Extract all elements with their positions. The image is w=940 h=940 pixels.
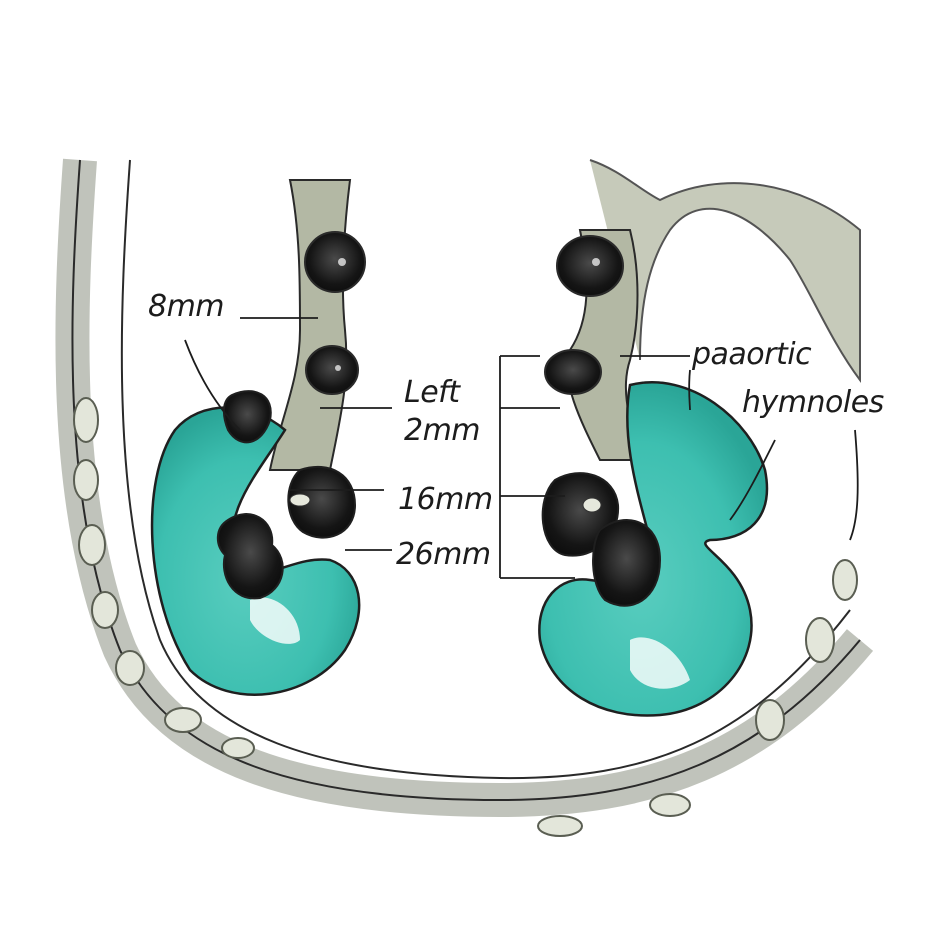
left-kidney xyxy=(150,390,361,696)
label-16mm: 16mm xyxy=(398,482,493,517)
label-26mm: 26mm xyxy=(396,537,491,572)
label-2mm: 2mm xyxy=(404,413,481,448)
label-left: Left xyxy=(404,375,460,410)
label-hymnoles: hymnoles xyxy=(742,385,884,420)
label-8mm: 8mm xyxy=(148,289,225,324)
body-wall-left xyxy=(55,158,874,837)
annotation-lines xyxy=(184,317,859,579)
right-kidney xyxy=(538,381,769,717)
tissue-band-right xyxy=(589,159,861,384)
right-vessel-column xyxy=(544,229,642,461)
left-vessel-column xyxy=(268,179,366,471)
label-paaortic: paaortic xyxy=(692,337,812,372)
